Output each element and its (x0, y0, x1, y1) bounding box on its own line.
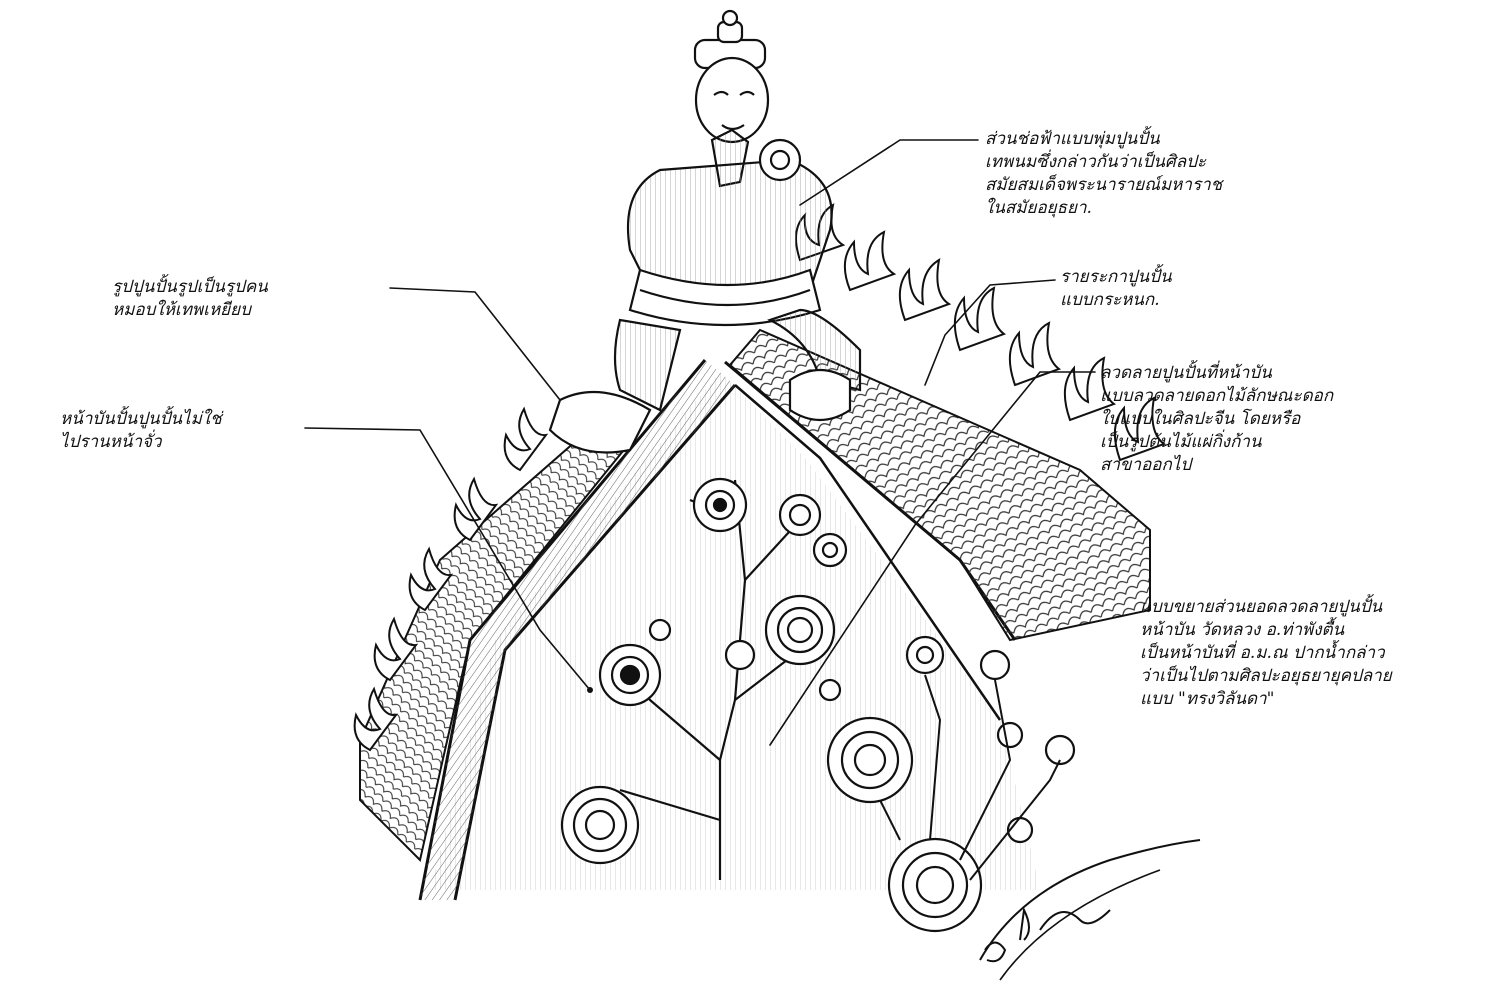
flame-crest-left (353, 406, 549, 752)
flower-rosettes (560, 477, 1076, 933)
annotation-crouching-figure: รูปปูนปั้นรูปเป็นรูปคน หมอบให้เทพเหยียบ (112, 277, 268, 320)
annotation-chofa: ส่วนช่อฟ้าแบบพุ่มปูนปั้น เทพนมซึ่งกล่าวก… (985, 129, 1223, 218)
annotation-rai-raka: รายระกาปูนปั้น แบบกระหนก. (1060, 267, 1172, 310)
artist-signature (979, 839, 1201, 981)
annotation-pediment-frame: หน้าบันปั้นปูนปั้นไม่ใช่ ไปรานหน้าจั่ว (60, 409, 222, 452)
annotation-pediment-pattern: ลวดลายปูนปั้นที่หน้าบัน แบบลวดลายดอกไม้ล… (1100, 363, 1334, 475)
thep-phanom-figure (548, 9, 862, 454)
leader-dot (587, 687, 593, 693)
leader-lines (304, 139, 1096, 746)
branches-right (879, 674, 1061, 881)
annotation-enlarged-detail: แบบขยายส่วนยอดลวดลายปูนปั้น หน้าบัน วัดห… (1140, 597, 1392, 709)
